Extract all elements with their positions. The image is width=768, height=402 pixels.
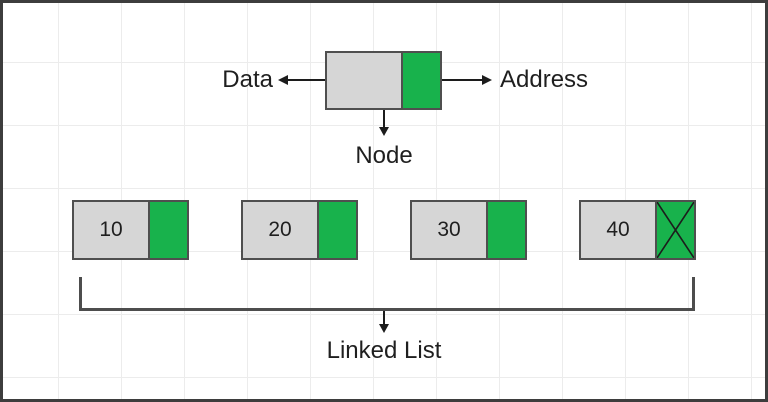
caption-label: Linked List — [326, 337, 442, 364]
null-cross-icon — [657, 202, 694, 258]
node-value: 30 — [437, 218, 461, 241]
bracket-bar — [79, 308, 695, 311]
anatomy-data-cell — [327, 53, 401, 108]
data-label: Data — [222, 66, 273, 93]
node-data-cell: 40 — [581, 202, 655, 258]
address-arrowhead-icon — [482, 75, 492, 85]
node-address-cell — [655, 202, 694, 258]
data-arrow-line — [288, 79, 325, 81]
node-value: 40 — [606, 218, 630, 241]
node-label: Node — [355, 142, 413, 169]
list-node-2: 20 — [241, 200, 358, 260]
node-arrowhead-icon — [379, 127, 389, 136]
node-address-cell — [486, 202, 525, 258]
bracket-left-arm — [79, 277, 82, 311]
node-address-cell — [148, 202, 187, 258]
node-value: 20 — [268, 218, 292, 241]
node-value: 10 — [99, 218, 123, 241]
node-address-cell — [317, 202, 356, 258]
caption-arrow-line — [383, 311, 385, 325]
list-node-3: 30 — [410, 200, 527, 260]
node-data-cell: 10 — [74, 202, 148, 258]
node-arrow-line — [383, 110, 385, 128]
address-label: Address — [500, 66, 589, 93]
data-arrowhead-icon — [278, 75, 288, 85]
caption-arrowhead-icon — [379, 324, 389, 333]
address-arrow-line — [442, 79, 482, 81]
anatomy-address-cell — [401, 53, 440, 108]
anatomy-node — [325, 51, 442, 110]
list-node-1: 10 — [72, 200, 189, 260]
list-node-4: 40 — [579, 200, 696, 260]
node-data-cell: 20 — [243, 202, 317, 258]
node-data-cell: 30 — [412, 202, 486, 258]
bracket-right-arm — [692, 277, 695, 311]
